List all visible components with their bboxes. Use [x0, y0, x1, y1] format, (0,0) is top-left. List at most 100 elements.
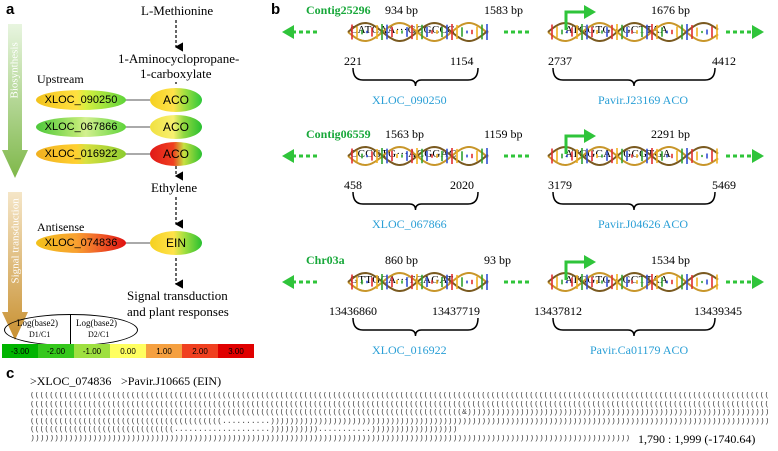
acc-line1: 1-Aminocyclopropane-: [118, 51, 240, 66]
lnc-seq: CCCGTG···ACGGAC: [350, 148, 457, 160]
locus-diagram: [282, 255, 764, 337]
lnc-seq: CATCAA···GCGCCG: [350, 24, 456, 36]
gene-end: 13439345: [694, 304, 742, 318]
l-methionine: L-Methionine: [141, 3, 214, 18]
lnc-bp: 1563 bp: [385, 127, 424, 141]
legend-cell: -2.00: [38, 344, 74, 358]
gene-bp: 2291 bp: [651, 127, 690, 141]
contig: Chr03a: [306, 253, 345, 267]
tss-arrow: [564, 10, 588, 30]
structure-line: ((((((((((((((((((((((((((((((..........…: [30, 426, 458, 434]
side-arrows: [2, 24, 28, 340]
lnc-end: 2020: [450, 178, 474, 192]
lnc-dna-helix: [347, 21, 489, 43]
lnc-name: XLOC_090250: [372, 93, 447, 107]
legend-cell: -3.00: [2, 344, 38, 358]
lnc-dna-helix: [347, 271, 489, 293]
right-arrowhead: [752, 275, 764, 289]
contig: Contig06559: [306, 127, 371, 141]
pathway-arrows: [124, 20, 184, 289]
right-arrowhead: [752, 25, 764, 39]
gene-bracket: [552, 67, 716, 87]
structure-line: ((((((((((((((((((((((((((((((((((((((((…: [30, 400, 770, 409]
lnc-xloc-074836-oval: XLOC_074836: [36, 233, 126, 253]
gene-start: 2737: [548, 54, 572, 68]
tss-arrowhead: [584, 255, 596, 269]
gene-dna-helix: [547, 271, 719, 293]
lnc-start: 221: [344, 54, 362, 68]
legend-cell: -1.00: [74, 344, 110, 358]
legend-right-2: D2/C1: [88, 330, 110, 339]
panel-a-label: a: [6, 1, 15, 18]
gene-start: 3179: [548, 178, 572, 192]
lnc-bracket: [352, 67, 479, 87]
signal-arrow: [2, 192, 28, 340]
structure-line: ((((((((((((((((((((((((((((((((((((((((…: [30, 417, 770, 426]
lnc-bracket: [352, 317, 479, 337]
gene-aco-oval-3: ACO: [150, 142, 202, 166]
right-arrowhead: [752, 149, 764, 163]
antisense-label: Antisense: [37, 220, 85, 234]
lnc-end: 1154: [450, 54, 474, 68]
signal-line2: and plant responses: [127, 304, 229, 319]
structure-line: ((((((((((((((((((((((((((((((((((((((((…: [30, 392, 770, 400]
gene-aco-oval-2: ACO: [150, 115, 202, 139]
gene-seq: ATGGCA···GCGTGA: [565, 148, 671, 160]
legend-cell: 3.00: [218, 344, 254, 358]
structure-line: ))))))))))))))))))))))))))))))))))))))))…: [30, 434, 630, 443]
gap-bp: 1583 bp: [484, 3, 523, 17]
gene-name: Pavir.J23169 ACO: [598, 93, 689, 107]
signal-line1: Signal transduction: [127, 288, 228, 303]
tss-arrowhead: [584, 5, 596, 19]
gene-dna-helix: [547, 21, 719, 43]
tss-arrow: [564, 134, 588, 154]
gene-name: Pavir.Ca01179 ACO: [590, 343, 689, 357]
gap-bp: 93 bp: [484, 253, 511, 267]
legend-divider: [70, 314, 71, 344]
legend-left-1: Log(base2): [17, 318, 58, 328]
gene-ein-oval: EIN: [150, 231, 202, 255]
gene-bracket: [552, 191, 716, 211]
legend-cell: 1.00: [146, 344, 182, 358]
gene-aco-oval-1: ACO: [150, 88, 202, 112]
biosynthesis-arrow: [2, 24, 28, 178]
locus-diagram: [282, 5, 764, 87]
lnc-name: XLOC_067866: [372, 217, 447, 231]
lnc-label: XLOC_090250: [44, 94, 118, 106]
header-gene: >Pavir.J10665 (EIN): [121, 374, 222, 388]
gene-end: 5469: [712, 178, 736, 192]
lnc-name: XLOC_016922: [372, 343, 447, 357]
lnc-label: XLOC_074836: [44, 237, 118, 249]
lnc-bp: 934 bp: [385, 3, 418, 17]
panel-c-label: c: [6, 365, 15, 382]
gene-label: ACO: [162, 120, 189, 134]
lnc-end: 13437719: [432, 304, 480, 318]
left-arrowhead: [282, 149, 294, 163]
header-lnc: >XLOC_074836: [30, 374, 112, 388]
structure-score: 1,790 : 1,999 (-1740.64): [638, 432, 756, 446]
structure-line: ((((((((((((((((((((((((((((((((((((((((…: [30, 409, 770, 417]
legend-cell: 0.00: [110, 344, 146, 358]
legend-left-2: D1/C1: [29, 330, 51, 339]
tss-arrow: [564, 260, 588, 280]
legend-right-1: Log(base2): [76, 318, 117, 328]
contig: Contig25296: [306, 3, 371, 17]
gene-end: 4412: [712, 54, 736, 68]
lnc-seq: GTTGCA···TCAGAT: [350, 274, 454, 286]
upstream-label: Upstream: [37, 72, 84, 86]
gap-bp: 1159 bp: [484, 127, 523, 141]
lnc-start: 458: [344, 178, 362, 192]
gene-label: EIN: [165, 236, 186, 250]
tss-arrowhead: [584, 129, 596, 143]
legend-cell: 2.00: [182, 344, 218, 358]
locus-diagram: [282, 129, 764, 211]
lnc-xloc-067866-oval: XLOC_067866: [36, 117, 126, 137]
lnc-xloc-090250-oval: XLOC_090250: [36, 90, 126, 110]
lnc-dna-helix: [347, 145, 489, 167]
lnc-bp: 860 bp: [385, 253, 418, 267]
gene-name: Pavir.J04626 ACO: [598, 217, 689, 231]
left-arrowhead: [282, 25, 294, 39]
acc-line2: 1-carboxylate: [140, 66, 212, 81]
gene-bp: 1534 bp: [651, 253, 690, 267]
ethylene: Ethylene: [151, 180, 198, 195]
